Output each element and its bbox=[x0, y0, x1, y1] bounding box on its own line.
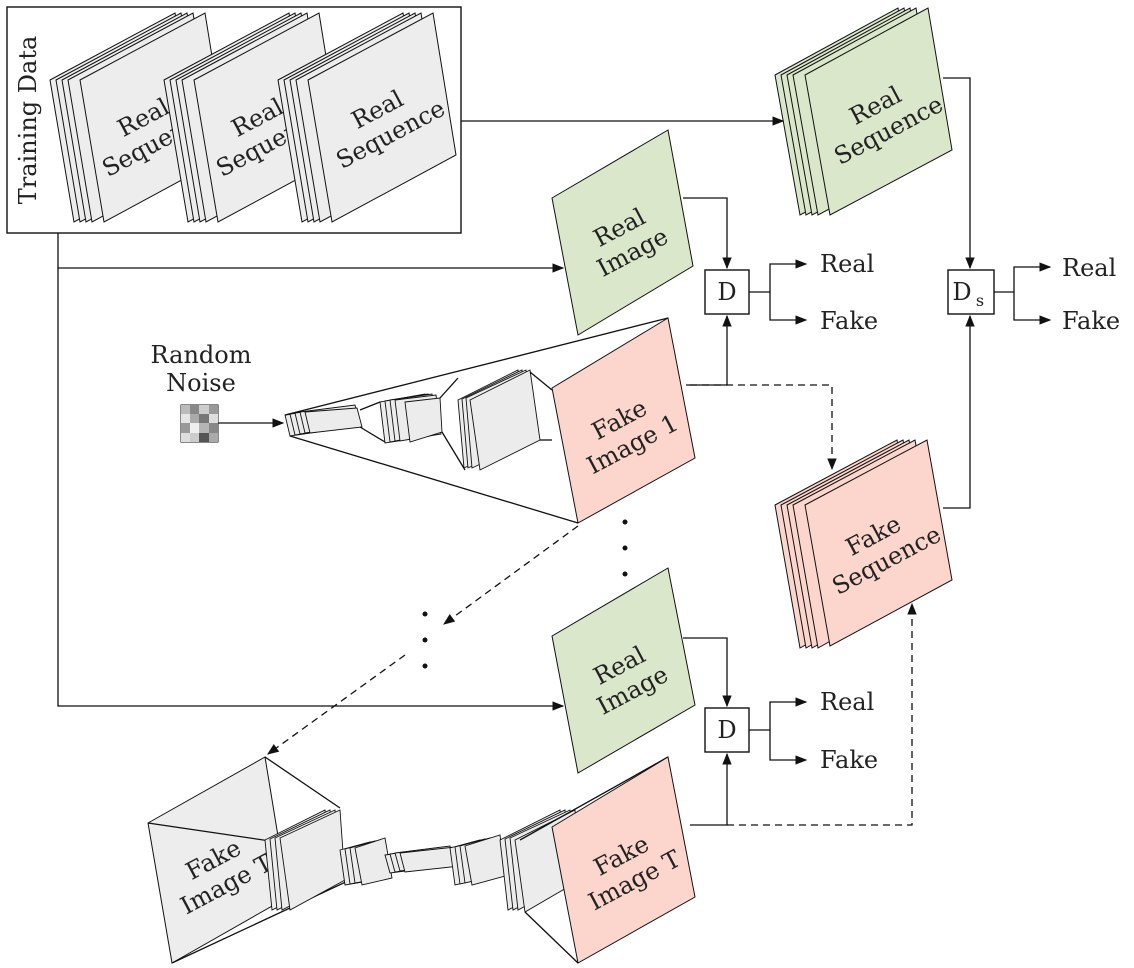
d2-fake-output: Fake bbox=[820, 746, 878, 774]
generator-1 bbox=[284, 317, 669, 524]
real-image-1: Real Image bbox=[551, 129, 694, 336]
ds-real-arrow bbox=[994, 262, 1052, 293]
discriminator-1: D bbox=[704, 269, 750, 315]
gen1-layer-b bbox=[379, 393, 443, 444]
gen1-layer-a bbox=[284, 404, 363, 437]
ds-fake-output: Fake bbox=[1062, 307, 1120, 335]
discriminator-2: D bbox=[704, 707, 750, 753]
gen1-layer-c bbox=[457, 369, 541, 471]
training-data-title: Training Data bbox=[14, 36, 42, 205]
d2-real-output: Real bbox=[820, 688, 874, 716]
random-noise: Random Noise bbox=[151, 341, 252, 443]
continuation-dots-1 bbox=[622, 519, 628, 577]
fake-sequence-to-ds-arrow bbox=[943, 314, 975, 509]
genT-layer-4 bbox=[449, 834, 506, 886]
training-to-real-image-1-arrow bbox=[57, 233, 565, 273]
real-sequence-stack: Real Sequence bbox=[774, 7, 953, 216]
discriminator-1-label: D bbox=[717, 278, 736, 306]
genT-layer-1 bbox=[264, 809, 346, 911]
d1-real-output: Real bbox=[820, 250, 874, 278]
noise-patch-icon bbox=[180, 404, 219, 443]
d2-real-arrow bbox=[749, 697, 808, 731]
genT-layer-2 bbox=[339, 837, 393, 886]
real-image-2-to-d2-arrow bbox=[683, 637, 732, 708]
continuation-dots-2 bbox=[422, 611, 428, 669]
ds-real-output: Real bbox=[1062, 254, 1116, 282]
training-sequence-stack-3: Real Sequence bbox=[277, 12, 457, 223]
previous-to-fake-image-T-dashed bbox=[267, 654, 406, 755]
discriminator-s-label: D bbox=[952, 278, 971, 306]
random-noise-line2: Noise bbox=[166, 369, 236, 397]
training-data-box: Training Data Real Sequence Real Sequenc… bbox=[6, 6, 462, 234]
d2-fake-arrow bbox=[769, 730, 808, 765]
fake-image-1-to-d1-arrow bbox=[686, 314, 732, 386]
discriminator-s-subscript: s bbox=[976, 291, 984, 310]
discriminator-s: D s bbox=[947, 269, 995, 315]
real-sequence-to-ds-arrow bbox=[943, 77, 975, 270]
ds-fake-arrow bbox=[1013, 292, 1052, 325]
training-sequence-stack-2: Real Sequence bbox=[163, 12, 343, 223]
real-image-2: Real Image bbox=[551, 567, 696, 774]
d1-real-arrow bbox=[749, 259, 808, 293]
fake-image-T-output: Fake Image T bbox=[551, 756, 696, 964]
random-noise-line1: Random bbox=[151, 341, 252, 369]
real-image-1-to-d1-arrow bbox=[683, 197, 732, 270]
fake-image-T-to-fake-sequence-dashed bbox=[727, 602, 917, 826]
fake-image-1-to-next-dashed bbox=[443, 525, 579, 625]
fake-sequence-stack: Fake Sequence bbox=[774, 439, 953, 649]
fake-image-T-to-d2-arrow bbox=[690, 752, 732, 826]
d1-fake-arrow bbox=[769, 292, 808, 325]
d1-fake-output: Fake bbox=[820, 307, 878, 335]
training-to-real-image-2-arrow bbox=[57, 268, 565, 711]
fake-image-1: Fake Image 1 bbox=[551, 317, 696, 524]
genT-layer-3 bbox=[384, 845, 461, 874]
fake-image-1-to-fake-sequence-dashed bbox=[690, 384, 837, 471]
discriminator-2-label: D bbox=[717, 716, 736, 744]
discriminator-1-box bbox=[704, 269, 750, 315]
